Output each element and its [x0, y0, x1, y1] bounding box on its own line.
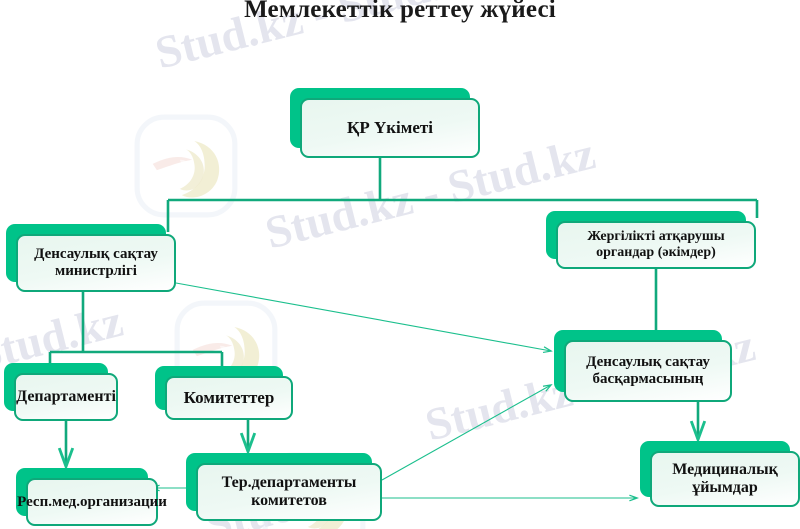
connector-ter-departamenty-to-basqarma [381, 385, 551, 481]
node-label: Денсаулық сақтау министрлігі [16, 234, 176, 292]
node-label: Комитеттер [165, 376, 293, 420]
node-kr-ukimeti[interactable]: ҚР Үкіметі [290, 88, 480, 158]
node-label: Тер.департаменты комитетов [196, 463, 382, 521]
node-densaulyq-saqtau-basqarmasynyn[interactable]: Денсаулық сақтау басқармасының [554, 330, 732, 402]
connector-ministry-to-basqarma [175, 282, 551, 351]
node-label: Жергілікті атқарушы органдар (әкімдер) [556, 221, 756, 269]
node-label: Денсаулық сақтау басқармасының [564, 340, 732, 402]
connector-ministry-to-subunits [48, 292, 224, 374]
node-medicinalyq-uiymdar[interactable]: Медициналық ұйымдар [640, 441, 800, 507]
node-resp-med-organizacii[interactable]: Респ.мед.организации [16, 468, 167, 526]
connector-government-to-branches [166, 158, 759, 232]
node-ter-departamenty-komitetov[interactable]: Тер.департаменты комитетов [186, 453, 382, 521]
node-label: ҚР Үкіметі [300, 98, 480, 158]
node-label: Медициналық ұйымдар [650, 451, 800, 507]
node-komitetter[interactable]: Комитеттер [155, 366, 293, 420]
node-densaulyq-saqtau-ministrligi[interactable]: Денсаулық сақтау министрлігі [6, 224, 176, 292]
node-jergilikti-atqarushy-organdar[interactable]: Жергілікті атқарушы органдар (әкімдер) [546, 211, 756, 269]
page-title: Мемлекеттік реттеу жүйесі [244, 0, 556, 23]
node-departamenti[interactable]: Департаменті [4, 363, 118, 421]
node-label: Респ.мед.организации [17, 478, 167, 526]
node-label: Департаменті [14, 373, 118, 421]
